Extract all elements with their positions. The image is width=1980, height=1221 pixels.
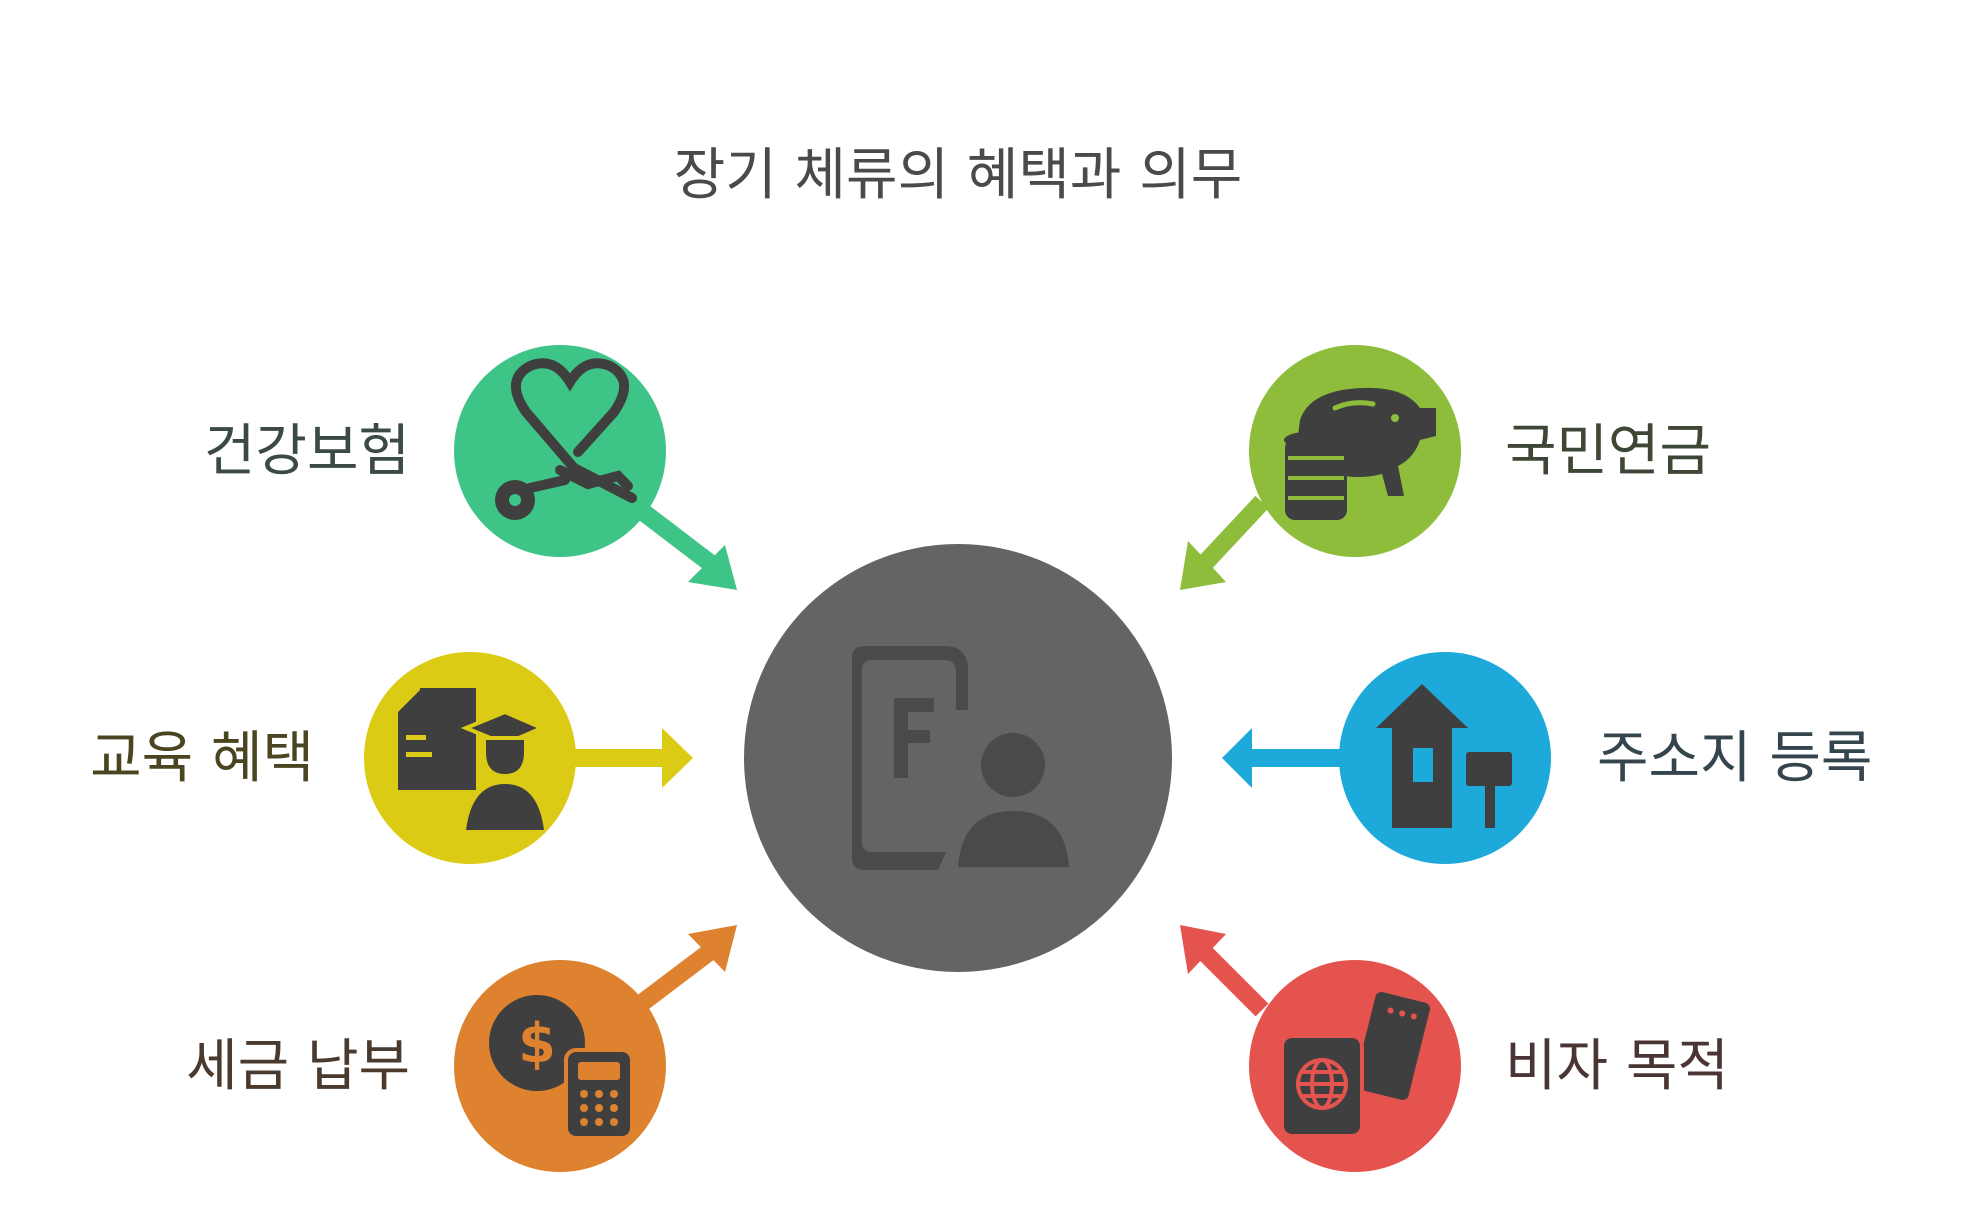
coin-stack xyxy=(1284,431,1348,520)
node-health: 건강보험 xyxy=(204,345,666,557)
education-arrow xyxy=(560,728,693,788)
visa-label: 비자 목적 xyxy=(1505,1034,1729,1099)
node-visa: 비자 목적 xyxy=(1249,960,1729,1172)
piggy-bank-coins-icon xyxy=(1284,387,1436,520)
tax-label: 세금 납부 xyxy=(186,1034,410,1099)
center-node xyxy=(744,544,1172,972)
tax-calculator-icon: $ xyxy=(489,995,634,1140)
visa-arrow xyxy=(1180,925,1269,1017)
pension-arrow xyxy=(1180,495,1269,590)
svg-text:$: $ xyxy=(518,1012,556,1075)
address-arrow xyxy=(1222,728,1350,788)
health-label: 건강보험 xyxy=(204,419,410,484)
node-pension: 국민연금 xyxy=(1249,345,1711,557)
diagram-title: 장기 체류의 혜택과 의무 xyxy=(674,143,1243,208)
f-visa-document-person-icon xyxy=(852,646,1069,870)
stethoscope-heart-icon xyxy=(495,358,637,520)
passport-ticket-icon xyxy=(1280,991,1430,1138)
health-arrow xyxy=(624,494,737,590)
node-education: 교육 혜택 xyxy=(90,652,576,864)
node-address: 주소지 등록 xyxy=(1339,652,1872,864)
education-label: 교육 혜택 xyxy=(90,726,314,791)
tax-arrow xyxy=(624,925,737,1020)
address-label: 주소지 등록 xyxy=(1597,726,1872,791)
node-tax: $ 세금 납부 xyxy=(186,960,666,1172)
pension-label: 국민연금 xyxy=(1505,419,1711,484)
graduate-student-icon xyxy=(398,688,548,830)
house-mailbox-icon xyxy=(1376,684,1512,828)
